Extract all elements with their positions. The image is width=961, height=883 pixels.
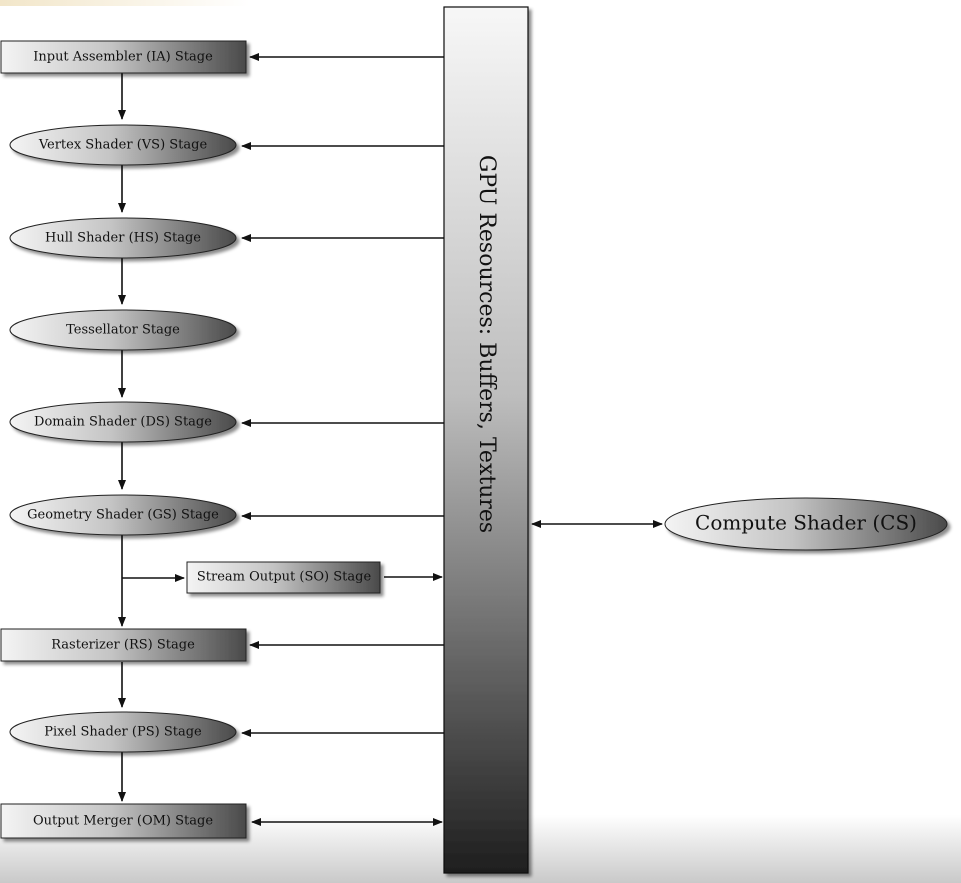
- compute-shader-ellipse: [664, 497, 948, 551]
- output-merger-box: [0, 803, 247, 839]
- hull-shader-label: Hull Shader (HS) Stage: [45, 231, 201, 246]
- compute-shader-label: Compute Shader (CS): [695, 511, 917, 535]
- stage-geometry-shader: Geometry Shader (GS) Stage: [9, 494, 237, 536]
- input-assembler-box: [0, 40, 247, 74]
- tessellator-label: Tessellator Stage: [66, 323, 180, 338]
- connectors: [118, 53, 663, 826]
- gpu-resources-bar: GPU Resources: Buffers, Textures: [443, 6, 529, 874]
- stage-pixel-shader: Pixel Shader (PS) Stage: [9, 711, 237, 753]
- stage-rasterizer: Rasterizer (RS) Stage: [0, 628, 247, 662]
- rasterizer-label: Rasterizer (RS) Stage: [51, 638, 195, 653]
- stage-domain-shader: Domain Shader (DS) Stage: [9, 401, 237, 443]
- stage-tessellator: Tessellator Stage: [9, 309, 237, 351]
- geometry-shader-ellipse: [9, 494, 237, 536]
- output-merger-label: Output Merger (OM) Stage: [33, 814, 213, 829]
- stage-vertex-shader: Vertex Shader (VS) Stage: [9, 124, 237, 166]
- rasterizer-box: [0, 628, 247, 662]
- domain-shader-ellipse: [9, 401, 237, 443]
- stream-output-label: Stream Output (SO) Stage: [197, 570, 372, 585]
- top-edge-tint: [0, 0, 250, 6]
- vertex-shader-ellipse: [9, 124, 237, 166]
- gpu-resources-label: GPU Resources: Buffers, Textures: [474, 155, 499, 533]
- compute-shader: Compute Shader (CS): [664, 497, 948, 551]
- tessellator-ellipse: [9, 309, 237, 351]
- stage-stream-output: Stream Output (SO) Stage: [186, 561, 381, 594]
- input-assembler-label: Input Assembler (IA) Stage: [33, 50, 213, 65]
- stage-input-assembler: Input Assembler (IA) Stage: [0, 40, 247, 74]
- vertex-shader-label: Vertex Shader (VS) Stage: [38, 138, 208, 153]
- stream-output-box: [186, 561, 381, 594]
- pixel-shader-label: Pixel Shader (PS) Stage: [44, 725, 202, 740]
- geometry-shader-label: Geometry Shader (GS) Stage: [27, 508, 219, 523]
- pixel-shader-ellipse: [9, 711, 237, 753]
- stage-hull-shader: Hull Shader (HS) Stage: [9, 217, 237, 259]
- domain-shader-label: Domain Shader (DS) Stage: [34, 415, 212, 430]
- stage-output-merger: Output Merger (OM) Stage: [0, 803, 247, 839]
- gpu-resources-block: [443, 6, 529, 874]
- hull-shader-ellipse: [9, 217, 237, 259]
